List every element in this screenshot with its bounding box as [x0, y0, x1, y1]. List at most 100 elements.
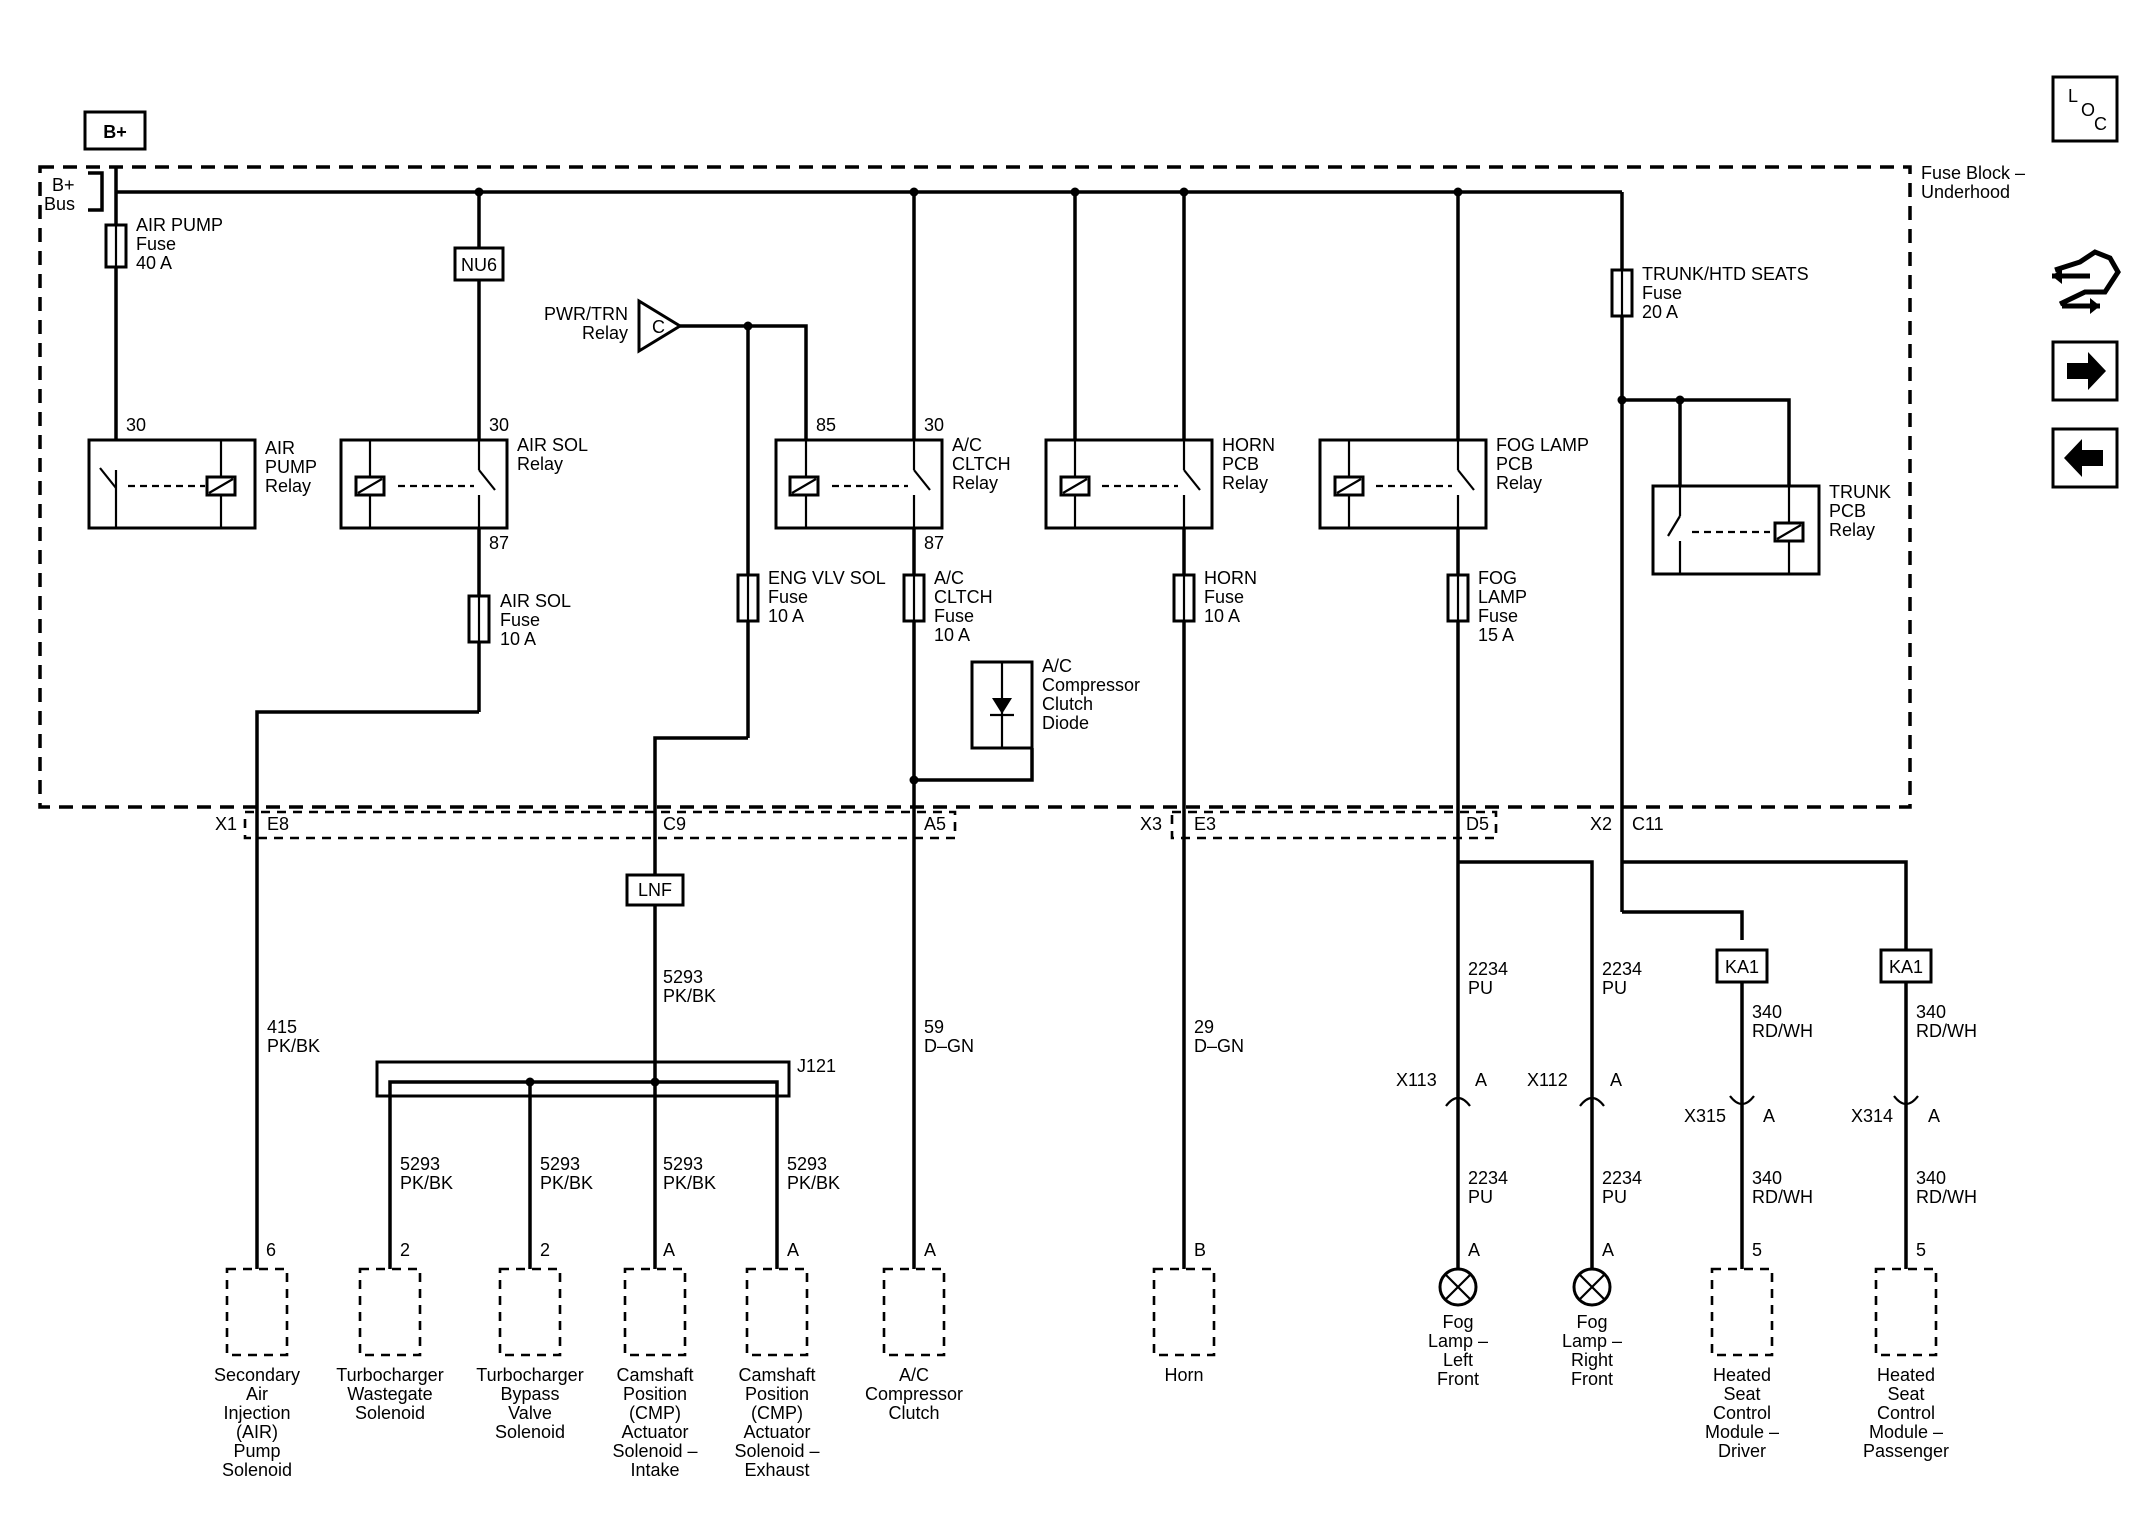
svg-text:5293: 5293 [663, 967, 703, 987]
connector-x1: X1 E8 C9 A5 [215, 810, 957, 840]
inline-connector-x315: X315 A [1684, 1095, 1775, 1126]
svg-text:X315: X315 [1684, 1106, 1726, 1126]
svg-text:A: A [1468, 1240, 1480, 1260]
svg-text:PU: PU [1602, 1187, 1627, 1207]
svg-text:ENG VLV SOL: ENG VLV SOL [768, 568, 886, 588]
svg-text:5: 5 [1916, 1240, 1926, 1260]
svg-text:Fuse: Fuse [1642, 283, 1682, 303]
svg-text:Lamp –: Lamp – [1562, 1331, 1622, 1351]
svg-text:C11: C11 [1632, 814, 1664, 834]
svg-text:PK/BK: PK/BK [540, 1173, 593, 1193]
svg-text:5: 5 [1752, 1240, 1762, 1260]
svg-text:O: O [2081, 100, 2095, 120]
svg-text:Fuse: Fuse [768, 587, 808, 607]
svg-text:Heated: Heated [1877, 1365, 1935, 1385]
svg-text:Relay: Relay [265, 476, 311, 496]
connector-icon[interactable] [2052, 249, 2121, 314]
fuse-block-label: Fuse Block – Underhood [1921, 163, 2025, 202]
wire-5293-exhaust: 5293 PK/BK [787, 1154, 840, 1193]
svg-text:A: A [787, 1240, 799, 1260]
svg-text:A: A [1610, 1070, 1622, 1090]
component-cmp-actuator-solenoid-exhaust: A Camshaft Position (CMP) Actuator Solen… [734, 1240, 819, 1480]
svg-text:D5: D5 [1466, 814, 1489, 834]
component-ac-compressor-clutch: A A/C Compressor Clutch [865, 1240, 963, 1423]
svg-text:29: 29 [1194, 1017, 1214, 1037]
svg-text:NU6: NU6 [461, 255, 497, 275]
svg-text:Pump: Pump [233, 1441, 280, 1461]
svg-text:Left: Left [1443, 1350, 1473, 1370]
svg-text:A: A [1763, 1106, 1775, 1126]
svg-text:10 A: 10 A [500, 629, 536, 649]
svg-text:X112: X112 [1527, 1070, 1568, 1090]
svg-text:340: 340 [1916, 1002, 1946, 1022]
battery-label: B+ [103, 122, 127, 142]
wire-2234-right-lower: 2234 PU [1602, 1168, 1642, 1207]
svg-text:RD/WH: RD/WH [1752, 1021, 1813, 1041]
loc-icon[interactable]: L O C [2051, 75, 2119, 143]
ka1-option-box-driver: KA1 [1715, 948, 1769, 984]
svg-text:Passenger: Passenger [1863, 1441, 1949, 1461]
svg-text:HORN: HORN [1204, 568, 1257, 588]
battery-box: B+ [83, 110, 147, 151]
pwr-trn-relay: PWR/TRN Relay C [544, 298, 683, 354]
svg-text:Front: Front [1437, 1369, 1479, 1389]
pin-87-ac-clutch: 87 [924, 533, 944, 553]
trunk-htd-seats-fuse: TRUNK/HTD SEATS Fuse 20 A [1610, 264, 1809, 322]
wire-5293-wastegate: 5293 PK/BK [400, 1154, 453, 1193]
nu6-option-box: NU6 [453, 246, 505, 282]
pin-30-air-pump: 30 [126, 415, 146, 435]
svg-text:Compressor: Compressor [1042, 675, 1140, 695]
component-turbocharger-wastegate-solenoid: 2 Turbocharger Wastegate Solenoid [336, 1240, 443, 1423]
component-cmp-actuator-solenoid-intake: A Camshaft Position (CMP) Actuator Solen… [612, 1240, 697, 1480]
svg-text:PCB: PCB [1496, 454, 1533, 474]
svg-text:Turbocharger: Turbocharger [476, 1365, 583, 1385]
svg-text:Relay: Relay [952, 473, 998, 493]
svg-text:Solenoid –: Solenoid – [612, 1441, 697, 1461]
inline-connector-x112: X112 A [1527, 1070, 1622, 1107]
svg-text:2234: 2234 [1602, 959, 1642, 979]
svg-text:Intake: Intake [630, 1460, 679, 1480]
svg-text:415: 415 [267, 1017, 297, 1037]
svg-text:Valve: Valve [508, 1403, 552, 1423]
svg-text:Bus: Bus [44, 194, 75, 214]
svg-text:Position: Position [623, 1384, 687, 1404]
svg-text:PK/BK: PK/BK [787, 1173, 840, 1193]
pin-30-air-sol: 30 [489, 415, 509, 435]
svg-text:PCB: PCB [1829, 501, 1866, 521]
component-fog-lamp-right-front: A Fog Lamp – Right Front [1562, 1240, 1622, 1389]
wire-5293-main: 5293 PK/BK [663, 967, 716, 1006]
svg-text:X314: X314 [1851, 1106, 1893, 1126]
svg-text:X3: X3 [1140, 814, 1162, 834]
svg-text:A/C: A/C [899, 1365, 929, 1385]
svg-text:AIR SOL: AIR SOL [500, 591, 571, 611]
arrow-right-icon[interactable] [2051, 340, 2119, 402]
svg-text:FOG LAMP: FOG LAMP [1496, 435, 1589, 455]
svg-text:HORN: HORN [1222, 435, 1275, 455]
svg-text:2234: 2234 [1468, 1168, 1508, 1188]
component-turbocharger-bypass-valve-solenoid: 2 Turbocharger Bypass Valve Solenoid [476, 1240, 583, 1442]
wire-340-driver-lower: 340 RD/WH [1752, 1168, 1813, 1207]
svg-text:X1: X1 [215, 814, 237, 834]
arrow-left-icon[interactable] [2051, 427, 2119, 489]
horn-fuse: HORN Fuse 10 A [1172, 568, 1257, 626]
air-sol-fuse: AIR SOL Fuse 10 A [467, 591, 571, 649]
svg-text:C: C [2094, 114, 2107, 134]
svg-text:40 A: 40 A [136, 253, 172, 273]
svg-text:Relay: Relay [517, 454, 563, 474]
svg-text:A/C: A/C [1042, 656, 1072, 676]
svg-text:Exhaust: Exhaust [744, 1460, 809, 1480]
svg-text:Lamp –: Lamp – [1428, 1331, 1488, 1351]
svg-text:KA1: KA1 [1725, 957, 1759, 977]
svg-text:5293: 5293 [787, 1154, 827, 1174]
svg-text:A: A [924, 1240, 936, 1260]
pin-87-air-sol: 87 [489, 533, 509, 553]
svg-text:Fuse: Fuse [136, 234, 176, 254]
connector-x3: X3 E3 D5 [1140, 810, 1498, 840]
svg-text:Relay: Relay [1829, 520, 1875, 540]
svg-text:AIR: AIR [265, 438, 295, 458]
svg-text:Camshaft: Camshaft [616, 1365, 693, 1385]
svg-text:Solenoid: Solenoid [495, 1422, 565, 1442]
eng-vlv-sol-fuse: ENG VLV SOL Fuse 10 A [736, 568, 886, 626]
svg-text:Relay: Relay [582, 323, 628, 343]
svg-text:Wastegate: Wastegate [347, 1384, 432, 1404]
